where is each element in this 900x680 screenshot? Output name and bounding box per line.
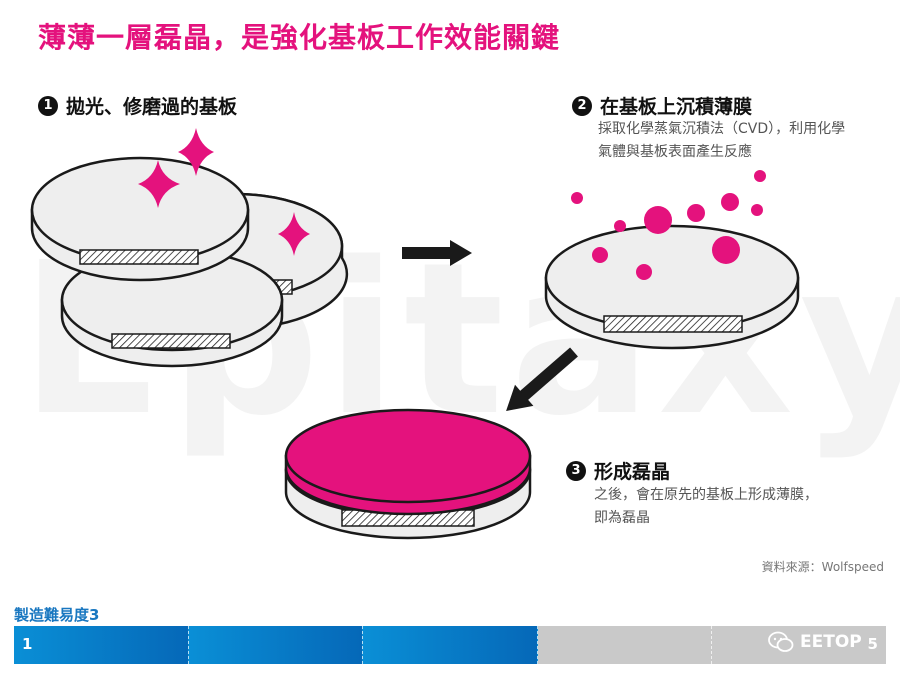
step-2-desc-line: 採取化學蒸氣沉積法（CVD），利用化學	[598, 121, 846, 137]
sparkle-icon	[138, 160, 180, 208]
step-3-desc-line: 之後，會在原先的基板上形成薄膜，	[594, 487, 818, 503]
step-3-number: 3	[566, 460, 586, 481]
polished-wafer-top	[30, 156, 250, 282]
step-1-number: 1	[38, 95, 58, 116]
gas-particles	[571, 170, 766, 280]
arrow-right-icon	[402, 240, 472, 266]
difficulty-min-label: 1	[22, 635, 33, 653]
step-2-title: 在基板上沉積薄膜	[600, 96, 753, 118]
difficulty-segment: 5	[712, 626, 886, 664]
difficulty-segment: 1	[14, 626, 189, 664]
step-3-description: 之後，會在原先的基板上形成薄膜， 即為磊晶	[594, 484, 818, 530]
epitaxy-wafer	[284, 408, 532, 540]
sparkle-icon	[278, 212, 310, 256]
difficulty-bar: 1 5	[14, 626, 886, 664]
step-2-description: 採取化學蒸氣沉積法（CVD），利用化學 氣體與基板表面產生反應	[598, 118, 845, 164]
eetop-watermark: EETOP	[768, 631, 862, 653]
eetop-brand: EETOP	[800, 632, 862, 652]
difficulty-segment	[363, 626, 538, 664]
difficulty-segment	[188, 626, 364, 664]
difficulty-segment	[537, 626, 713, 664]
step-1-heading: 1 拋光、修磨過的基板	[38, 92, 237, 119]
difficulty-text: 製造難易度	[14, 606, 90, 624]
sparkle-icon	[178, 128, 214, 176]
arrow-down-left-icon	[506, 347, 578, 412]
difficulty-value: 3	[89, 606, 100, 624]
source-note: 資料來源：Wolfspeed	[761, 560, 884, 574]
deposition-wafer	[544, 224, 800, 350]
wechat-icon	[768, 631, 794, 652]
step-2-heading: 2 在基板上沉積薄膜	[572, 92, 752, 119]
step-3-heading: 3 形成磊晶	[566, 457, 670, 484]
step-3-desc-line: 即為磊晶	[594, 510, 650, 526]
step-3-title: 形成磊晶	[594, 461, 671, 483]
step-2-number: 2	[572, 95, 592, 116]
page-title: 薄薄一層磊晶，是強化基板工作效能關鍵	[38, 21, 561, 54]
difficulty-max-label: 5	[867, 635, 878, 653]
step-1-title: 拋光、修磨過的基板	[66, 96, 238, 118]
step-2-desc-line: 氣體與基板表面產生反應	[598, 144, 752, 160]
difficulty-label: 製造難易度3	[14, 604, 99, 625]
